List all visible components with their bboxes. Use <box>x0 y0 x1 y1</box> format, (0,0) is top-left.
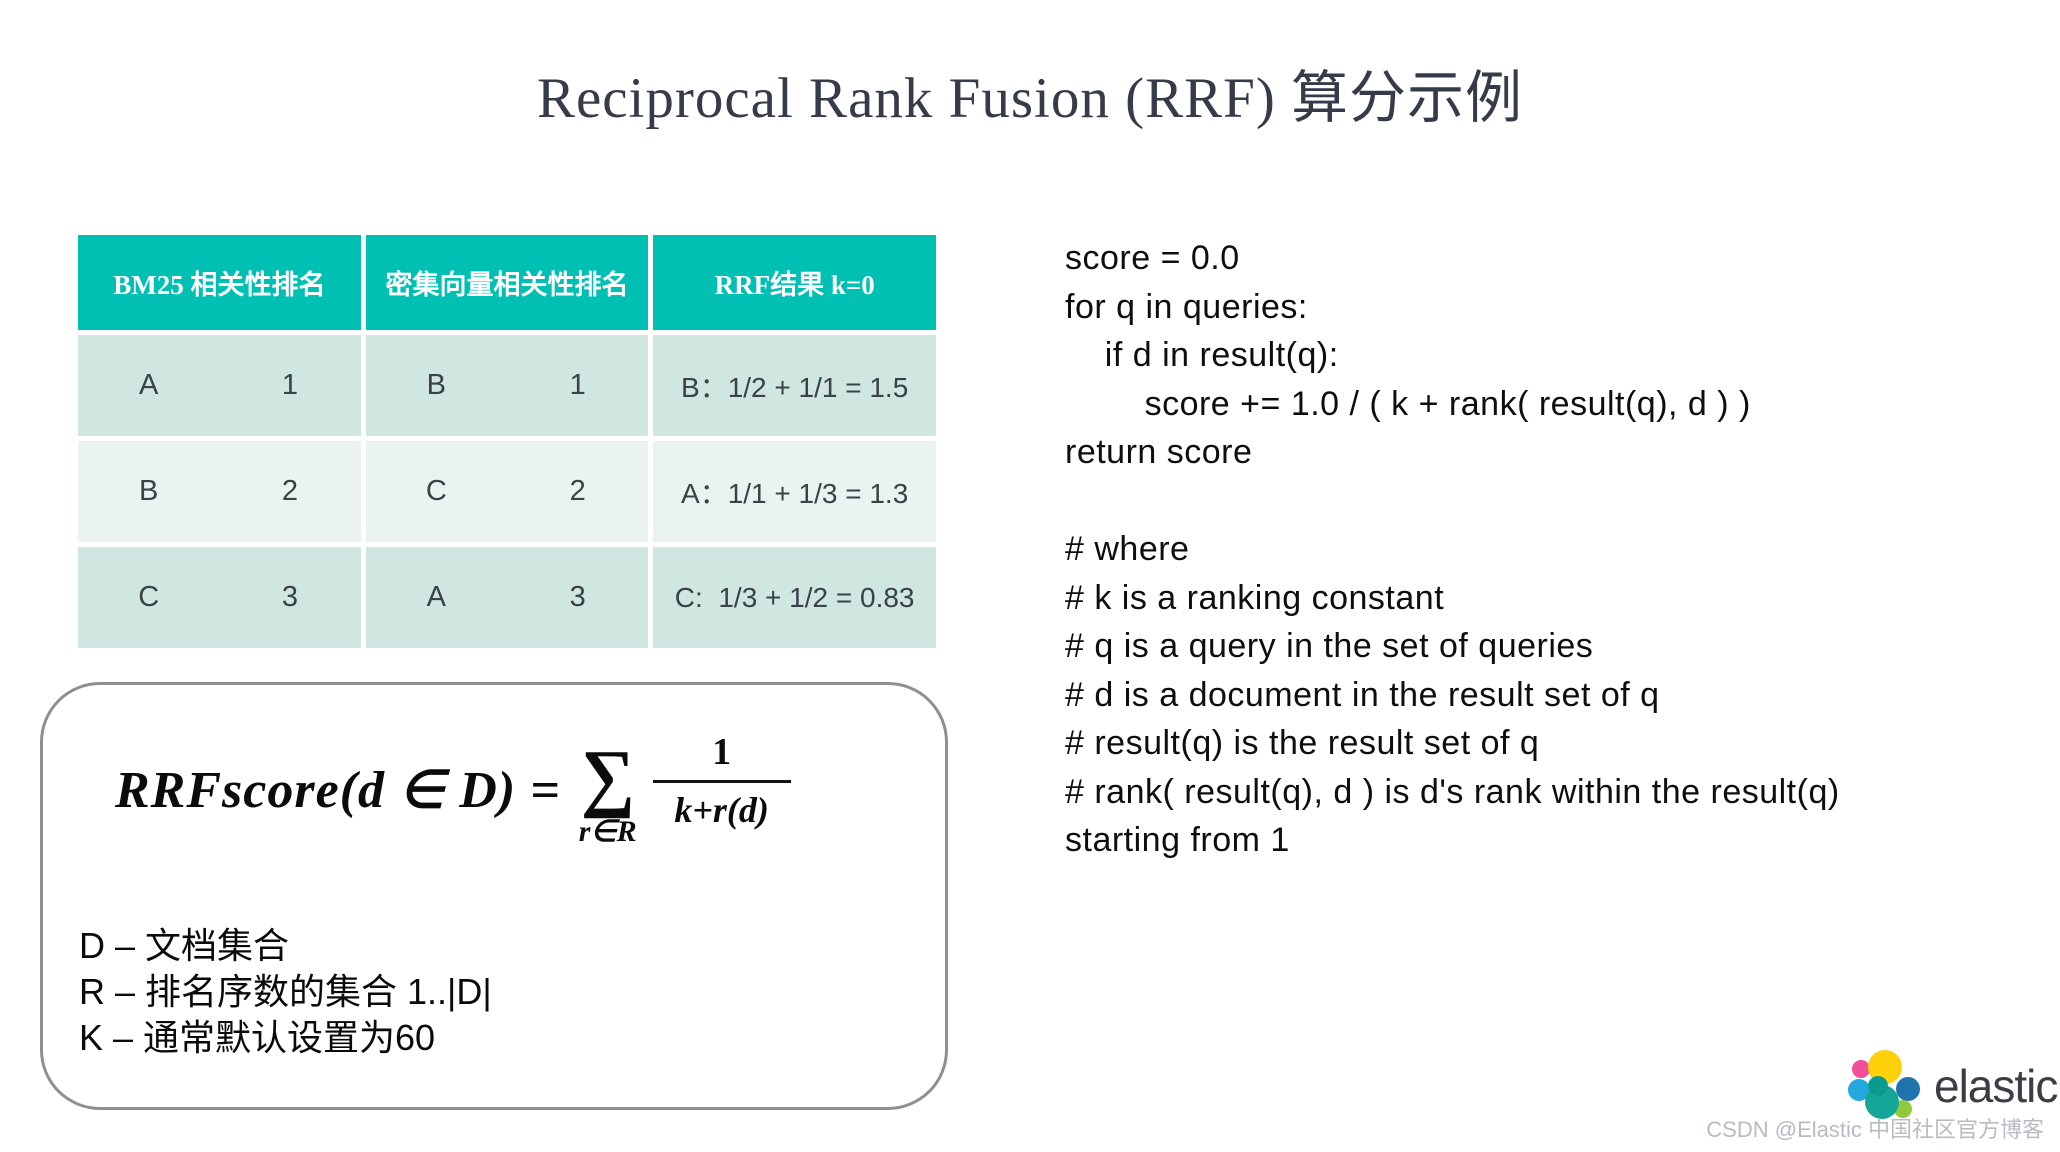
doc-letter: C <box>425 475 447 507</box>
definition-line-1: R – 排名序数的集合 1..|D| <box>79 971 492 1012</box>
summation: ∑ r∈R <box>578 735 637 849</box>
rrf-formula: RRFscore(d ∈ D) = ∑ r∈R 1 k+r(d) <box>115 731 791 849</box>
doc-letter: B <box>426 369 446 401</box>
sigma-subscript: r∈R <box>578 814 637 848</box>
fraction: 1 k+r(d) <box>652 730 791 831</box>
doc-letter: C <box>138 581 160 613</box>
table-header-cell-2: RRF结果 k=0 <box>653 235 936 330</box>
fraction-denominator: k+r(d) <box>674 790 769 831</box>
formula-lhs: RRFscore(d ∈ D) = <box>115 761 561 819</box>
rank-number: 3 <box>569 581 586 613</box>
elastic-brand: elastic <box>1848 1048 2058 1124</box>
watermark-text: CSDN @Elastic 中国社区官方博客 <box>1706 1117 2044 1142</box>
rank-number: 1 <box>281 369 299 401</box>
doc-letter: A <box>426 581 446 613</box>
table-cell-rrf-result: C: 1/3 + 1/2 = 0.83 <box>653 547 936 648</box>
rank-number: 3 <box>281 581 299 613</box>
doc-letter: B <box>138 475 159 507</box>
table-header-cell-0: BM25 相关性排名 <box>78 235 361 330</box>
elastic-wordmark: elastic <box>1934 1060 2058 1112</box>
table-header-cell-1: 密集向量相关性排名 <box>365 235 649 330</box>
page-title: Reciprocal Rank Fusion (RRF) 算分示例 <box>536 67 1524 130</box>
fraction-numerator: 1 <box>712 731 732 774</box>
pseudocode-block: score = 0.0 for q in queries: if d in re… <box>1065 239 1840 859</box>
doc-letter: A <box>138 369 159 401</box>
definition-line-0: D – 文档集合 <box>79 925 290 966</box>
table-cell-rrf-result: B：1/2 + 1/1 = 1.5 <box>653 335 936 436</box>
definition-line-2: K – 通常默认设置为60 <box>79 1017 436 1058</box>
rank-number: 2 <box>281 475 299 507</box>
rank-number: 1 <box>569 369 586 401</box>
elastic-logo-icon <box>1848 1050 1920 1119</box>
fraction-bar <box>652 780 791 784</box>
table-cell-rrf-result: A：1/1 + 1/3 = 1.3 <box>653 441 936 542</box>
sigma-symbol: ∑ <box>580 735 635 819</box>
rank-number: 2 <box>569 475 586 507</box>
formula-definitions: D – 文档集合 R – 排名序数的集合 1..|D| K – 通常默认设置为60 <box>79 923 492 1061</box>
formula-box: RRFscore(d ∈ D) = ∑ r∈R 1 k+r(d) D – 文档集… <box>40 682 948 1110</box>
